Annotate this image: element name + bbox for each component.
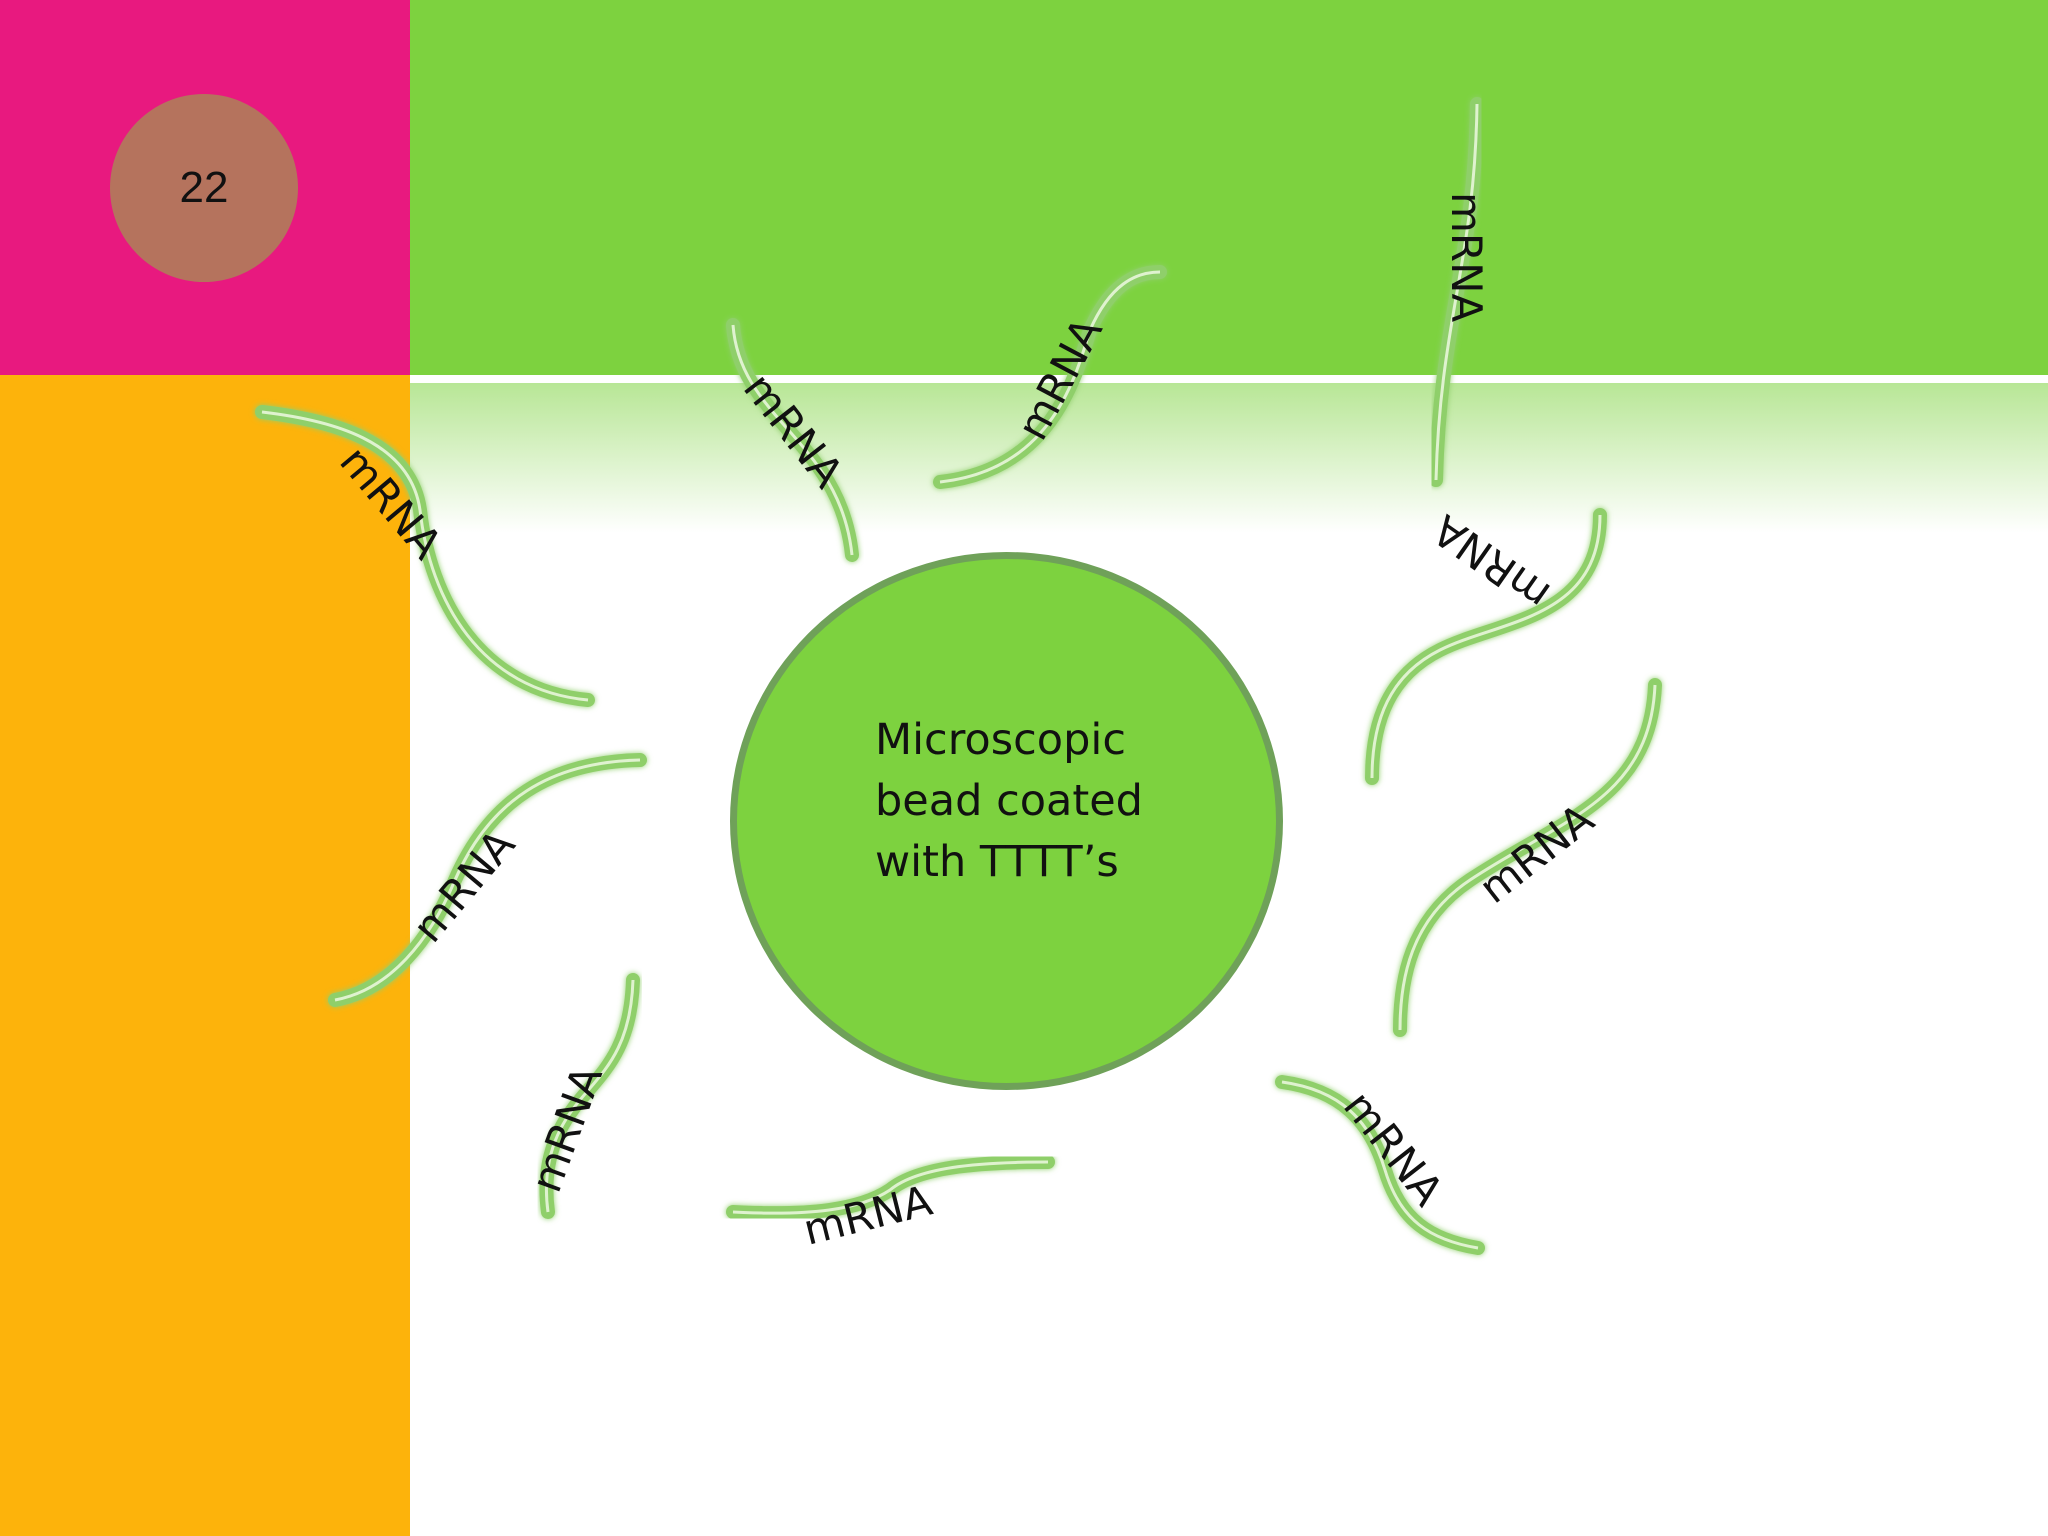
bead-label: Microscopic bead coated with TTTT’s — [875, 715, 1143, 887]
mrna-label-8: mRNA — [799, 1176, 937, 1255]
mrna-strand-3 — [933, 265, 1167, 489]
mrna-strand-7 — [1275, 1075, 1485, 1255]
header-divider — [410, 375, 2048, 383]
slide-number-badge: 22 — [110, 94, 298, 282]
mrna-strand-2 — [726, 318, 859, 562]
mrna-label-5: mRNA — [1424, 505, 1559, 620]
orange-side-band — [0, 375, 410, 1536]
mrna-strand-5 — [1365, 508, 1607, 785]
mrna-label-10: mRNA — [403, 820, 524, 951]
mrna-strand-4 — [1429, 97, 1484, 487]
slide-number: 22 — [179, 163, 229, 212]
mrna-strand-9 — [539, 973, 640, 1219]
mrna-strand-10 — [328, 753, 647, 1007]
mrna-label-3: mRNA — [1008, 309, 1113, 447]
mrna-label-9: mRNA — [521, 1059, 612, 1198]
mrna-strand-8 — [726, 1155, 1055, 1221]
mrna-label-4: mRNA — [1442, 192, 1491, 323]
mrna-strand-6 — [1393, 678, 1662, 1037]
mrna-label-2: mRNA — [734, 364, 853, 497]
bead-circle — [730, 552, 1283, 1090]
green-header-band — [410, 0, 2048, 375]
green-fade-band — [410, 383, 2048, 533]
mrna-strand-1 — [255, 405, 595, 707]
mrna-label-6: mRNA — [1470, 794, 1603, 913]
